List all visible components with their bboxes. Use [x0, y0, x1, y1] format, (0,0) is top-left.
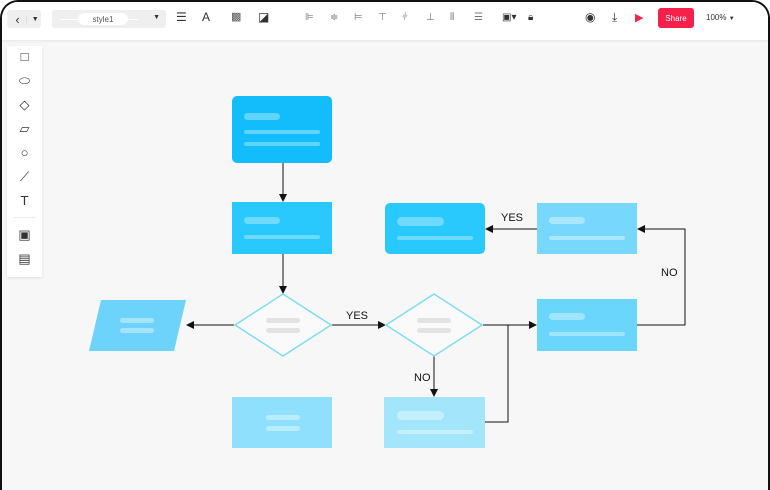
back-button[interactable]: ‹▼: [7, 10, 41, 28]
template-icon[interactable]: ▤: [18, 251, 31, 266]
end-node[interactable]: [385, 203, 485, 254]
diamond-icon[interactable]: ◇: [19, 97, 30, 112]
download-icon[interactable]: ⤓: [612, 10, 618, 24]
chevron-down-icon: ▼: [728, 16, 735, 22]
connectors: [186, 163, 686, 423]
align-left-icon[interactable]: ⊫: [305, 12, 314, 23]
lock-icon[interactable]: 🔒︎: [528, 12, 534, 23]
zoom-value: 100%: [706, 13, 727, 22]
chevron-down-icon[interactable]: ▼: [25, 15, 39, 23]
bottom-node-1[interactable]: [232, 397, 332, 448]
distribute-v-icon[interactable]: ☰: [474, 12, 483, 23]
yes-label-2: YES: [501, 212, 523, 224]
style-select[interactable]: style1 ▼: [52, 10, 166, 28]
circle-icon[interactable]: ○: [20, 145, 29, 160]
align-bottom-icon[interactable]: ⊥: [426, 12, 435, 23]
chevron-down-icon: ▼: [153, 14, 160, 21]
image-icon[interactable]: ▣: [18, 227, 31, 242]
arrange-icon[interactable]: ▣▾: [502, 12, 517, 23]
text-icon[interactable]: T: [20, 193, 29, 208]
process-node[interactable]: [232, 202, 332, 254]
no-label-1: NO: [414, 372, 431, 384]
share-button[interactable]: Share: [658, 8, 694, 28]
shape-sidebar: □ ⬭ ◇ ▱ ○ ⟋ T ▣ ▤: [7, 46, 42, 277]
distribute-h-icon[interactable]: ⫴: [450, 12, 455, 23]
fill-icon[interactable]: ◪: [258, 10, 270, 24]
align-center-icon[interactable]: ≑: [330, 12, 339, 23]
no-label-2: NO: [661, 267, 678, 279]
rectangle-icon[interactable]: □: [20, 49, 29, 64]
bottom-node-2[interactable]: [384, 397, 485, 448]
top-right-node[interactable]: [537, 203, 637, 254]
yes-label-1: YES: [346, 310, 368, 322]
align-middle-icon[interactable]: ⫩: [402, 12, 408, 23]
decision-node-2[interactable]: [384, 293, 484, 357]
io-node[interactable]: [89, 300, 186, 351]
align-right-icon[interactable]: ⊨: [354, 12, 363, 23]
text-color-icon[interactable]: A: [202, 10, 211, 24]
start-node[interactable]: [232, 96, 332, 163]
align-top-icon[interactable]: ⊤: [378, 12, 387, 23]
style-value: style1: [78, 13, 128, 25]
right-node[interactable]: [537, 299, 637, 351]
divider: [13, 217, 36, 218]
nodes: [89, 96, 637, 448]
zoom-select[interactable]: 100% ▼: [706, 13, 735, 22]
decision-node-1[interactable]: [233, 293, 333, 357]
toolbar: ‹▼ style1▼ ☰ A ▩ ◪ ⊫ ≑ ⊨ ⊤ ⫩ ⊥ ⫴ ☰ ▣▾ 🔒︎…: [2, 2, 768, 40]
line-icon[interactable]: ⟋: [19, 169, 30, 184]
ellipse-icon[interactable]: ⬭: [18, 73, 31, 88]
chevron-left-icon: ‹: [15, 11, 20, 27]
sliders-icon[interactable]: ☰: [176, 10, 187, 24]
play-icon[interactable]: ▶: [635, 12, 644, 24]
parallelogram-icon[interactable]: ▱: [19, 121, 30, 136]
user-icon[interactable]: ◉: [585, 10, 596, 24]
pattern-icon[interactable]: ▩: [231, 11, 242, 23]
